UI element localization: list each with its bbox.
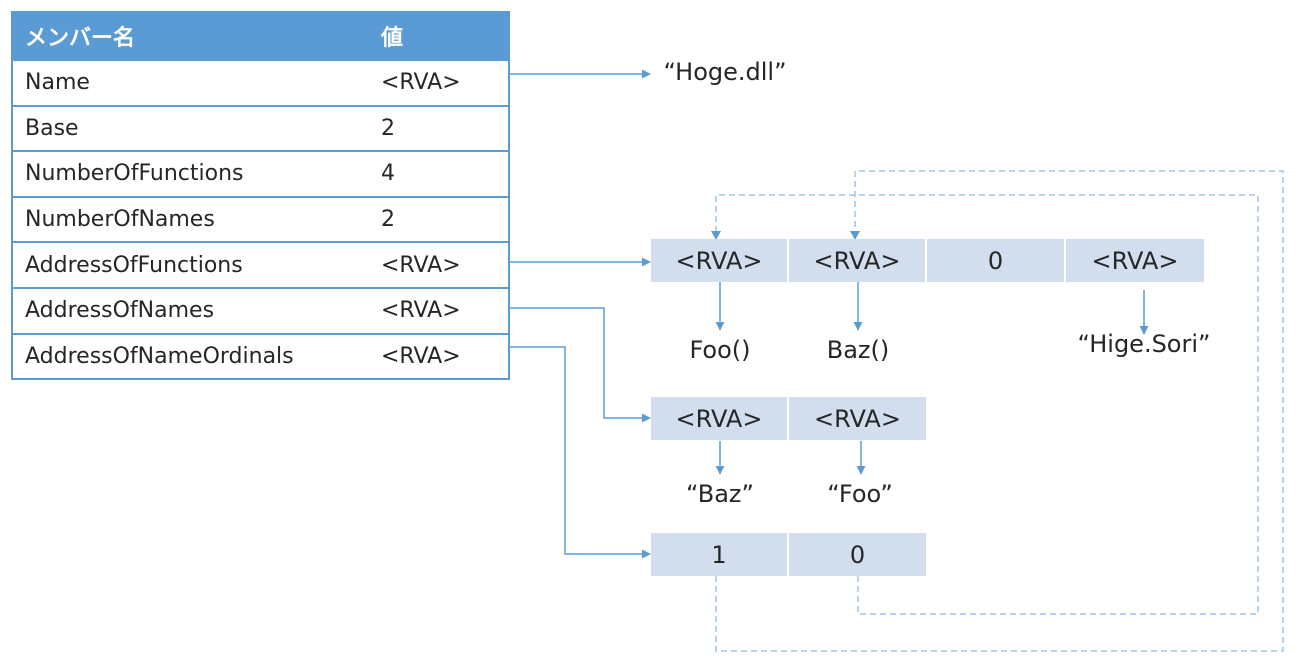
table-row: NumberOfFunctions 4	[13, 150, 508, 196]
table-row: Base 2	[13, 104, 508, 151]
name-string-foo: “Foo”	[827, 480, 893, 508]
names-array-cell-1: <RVA>	[789, 397, 926, 440]
dashed-ordinal1-to-func0	[715, 194, 1259, 615]
arrow-ordinals-to-array	[510, 346, 651, 559]
arrow-names-to-array	[510, 307, 651, 423]
table-row: AddressOfNames <RVA>	[13, 286, 508, 333]
function-target-baz: Baz()	[826, 336, 890, 364]
functions-array-cell-0: <RVA>	[651, 239, 787, 282]
table-row: AddressOfFunctions <RVA>	[13, 241, 508, 287]
functions-array-cell-2: 0	[927, 239, 1064, 282]
row-value: <RVA>	[381, 252, 461, 278]
name-string-baz: “Baz”	[686, 480, 754, 508]
function-target-foo: Foo()	[689, 336, 751, 364]
dll-name-string: “Hoge.dll”	[663, 58, 787, 86]
row-value: 4	[381, 161, 395, 187]
table-row: NumberOfNames 2	[13, 195, 508, 242]
row-value: <RVA>	[381, 343, 461, 369]
row-name: AddressOfNames	[25, 298, 215, 324]
row-value: <RVA>	[381, 298, 461, 324]
functions-array-cell-3: <RVA>	[1066, 239, 1204, 282]
row-name: NumberOfFunctions	[25, 161, 244, 187]
ordinals-array-cell-1: 0	[789, 533, 926, 576]
table-row: AddressOfNameOrdinals <RVA>	[13, 332, 508, 379]
row-name: AddressOfFunctions	[25, 252, 243, 278]
dashed-arrowhead-func0	[711, 231, 721, 240]
row-value: 2	[381, 115, 395, 141]
row-name: NumberOfNames	[25, 207, 215, 233]
functions-array-cell-1: <RVA>	[789, 239, 925, 282]
header-member-name: メンバー名	[25, 26, 136, 51]
dashed-arrowhead-func1	[850, 231, 860, 240]
table-header-row: メンバー名 値	[13, 13, 508, 59]
table-row: Name <RVA>	[13, 59, 508, 105]
names-array-cell-0: <RVA>	[651, 397, 787, 440]
row-name: Base	[25, 115, 79, 141]
function-target-forwarder: “Hige.Sori”	[1077, 330, 1211, 358]
row-name: AddressOfNameOrdinals	[25, 343, 294, 369]
export-directory-table: メンバー名 値 Name <RVA> Base 2 NumberOfFuncti…	[11, 11, 510, 381]
dashed-ordinal0-to-func1	[715, 170, 1284, 652]
header-value: 値	[381, 26, 404, 51]
row-name: Name	[25, 70, 90, 96]
row-value: <RVA>	[381, 70, 461, 96]
ordinals-array-cell-0: 1	[651, 533, 787, 576]
row-value: 2	[381, 207, 395, 233]
